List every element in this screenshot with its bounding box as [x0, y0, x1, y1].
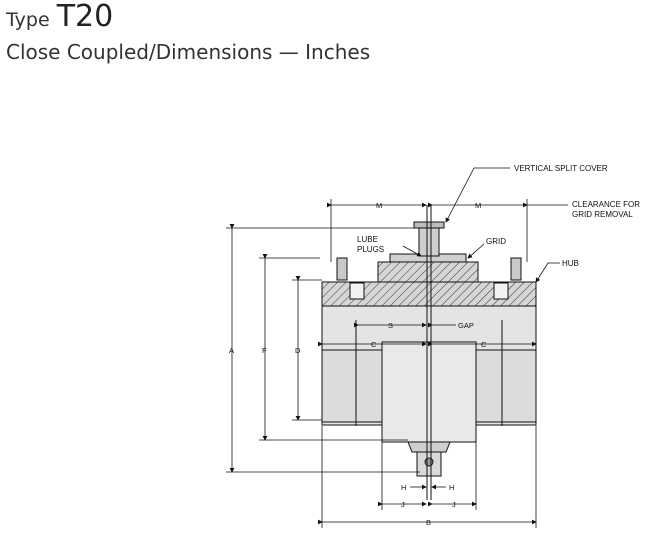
hub-detail-lines — [355, 320, 503, 426]
center-hub — [381, 341, 477, 443]
grid-label: GRID — [486, 237, 506, 246]
dim-c-left: C — [371, 340, 377, 349]
coupling-body — [321, 221, 537, 477]
dim-m-right: M — [475, 201, 481, 210]
dim-d: D — [295, 346, 301, 355]
bottom-plug-bolt — [424, 457, 434, 467]
page-title: Type T20 — [6, 2, 370, 32]
lube-plugs-label-line1: LUBE — [357, 235, 378, 244]
dim-m-left: M — [376, 201, 382, 210]
dim-b: B — [426, 518, 431, 527]
dim-h-left: H — [401, 483, 406, 492]
type-word: Type — [6, 9, 50, 31]
page-subtitle: Close Coupled/Dimensions — Inches — [6, 40, 371, 64]
dim-f: F — [262, 346, 267, 355]
dim-j-right: J — [452, 500, 456, 509]
type-code: T20 — [56, 0, 114, 34]
left-hub-body — [321, 349, 383, 423]
dim-s: S — [388, 321, 393, 330]
dim-a: A — [229, 346, 234, 355]
right-flange-bolt — [493, 282, 509, 300]
right-bolt — [510, 257, 522, 281]
hub-label: HUB — [562, 259, 579, 268]
left-bolt — [336, 257, 348, 281]
dim-j-left: J — [401, 500, 405, 509]
right-hub-body — [475, 349, 537, 423]
dim-gap: GAP — [458, 321, 474, 330]
grid-bridge — [377, 261, 479, 283]
lube-plugs-label-line2: PLUGS — [357, 245, 384, 254]
page-header: Type T20 Close Coupled/Dimensions — Inch… — [6, 2, 371, 65]
clearance-label-line2: GRID REMOVAL — [572, 210, 633, 219]
bottom-cover — [407, 441, 451, 453]
left-flange-bolt — [349, 282, 365, 300]
dimension-lines — [226, 167, 568, 528]
dim-c-right: C — [481, 340, 487, 349]
lube-plug-cap — [413, 221, 445, 229]
dim-h-right: H — [449, 483, 454, 492]
vertical-split-cover-label: VERTICAL SPLIT COVER — [514, 164, 608, 173]
clearance-label-line1: CLEARANCE FOR — [572, 200, 640, 209]
lube-plug-top — [418, 225, 440, 257]
grid-top — [389, 253, 467, 263]
